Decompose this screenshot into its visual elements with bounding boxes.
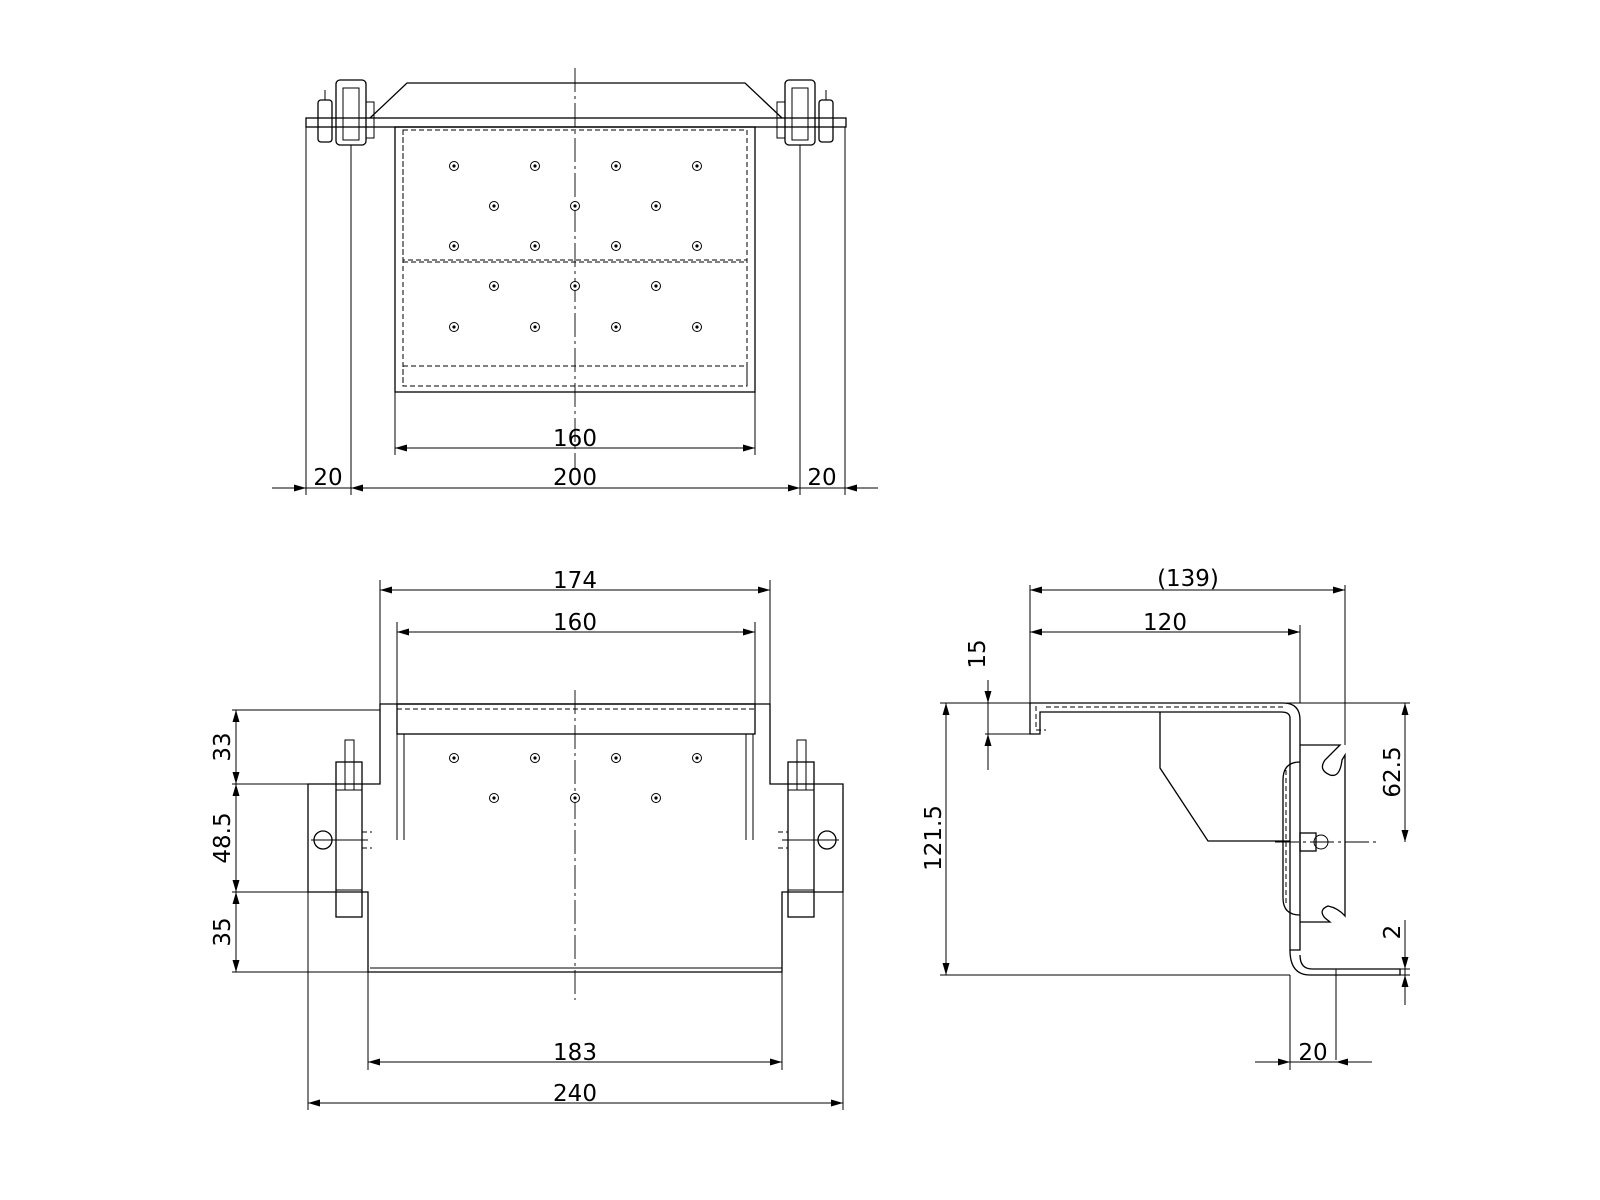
dim-side-120: 120 — [1143, 610, 1187, 636]
front-left-hinge — [311, 739, 372, 918]
mounting-hole-center — [492, 796, 496, 800]
mounting-hole-center — [654, 796, 658, 800]
mounting-hole-center — [492, 284, 496, 288]
dim-front-174: 174 — [553, 568, 597, 594]
mounting-hole-center — [533, 244, 537, 248]
mounting-hole-center — [533, 756, 537, 760]
front-view: 174 160 33 48.5 35 183 240 — [210, 568, 844, 1110]
dim-top-right-20: 20 — [807, 465, 836, 491]
top-view-holes — [449, 161, 702, 332]
mounting-hole-center — [695, 164, 699, 168]
mounting-hole-center — [695, 244, 699, 248]
dim-side-62-5: 62.5 — [1380, 746, 1406, 797]
dim-side-2: 2 — [1380, 925, 1406, 940]
mounting-hole-center — [695, 325, 699, 329]
dim-front-33: 33 — [210, 732, 236, 761]
front-right-hinge — [778, 739, 839, 918]
mounting-hole-center — [573, 796, 577, 800]
dim-top-200: 200 — [553, 465, 597, 491]
top-view: 160 20 200 20 — [272, 68, 878, 495]
dim-front-160: 160 — [553, 610, 597, 636]
mounting-hole-center — [573, 204, 577, 208]
dim-side-121-5: 121.5 — [921, 805, 947, 871]
mounting-hole-center — [533, 164, 537, 168]
dim-front-35: 35 — [210, 917, 236, 946]
left-hinge — [317, 79, 375, 146]
right-hinge — [776, 79, 834, 146]
mounting-hole-center — [695, 756, 699, 760]
dim-side-20: 20 — [1298, 1040, 1327, 1066]
mounting-hole-center — [492, 204, 496, 208]
mounting-hole-center — [452, 756, 456, 760]
dim-side-139: (139) — [1157, 566, 1219, 592]
dim-side-15: 15 — [965, 639, 991, 668]
mounting-hole-center — [614, 164, 618, 168]
dim-top-160: 160 — [553, 426, 597, 452]
mounting-hole-center — [573, 284, 577, 288]
mounting-hole-center — [614, 325, 618, 329]
dim-front-183: 183 — [553, 1040, 597, 1066]
mounting-hole-center — [452, 244, 456, 248]
mounting-hole-center — [654, 204, 658, 208]
side-view: (139) 120 15 121.5 62.5 2 20 — [921, 566, 1410, 1070]
dim-front-48-5: 48.5 — [210, 812, 236, 863]
mounting-hole-center — [533, 325, 537, 329]
dim-top-left-20: 20 — [313, 465, 342, 491]
mounting-hole-center — [614, 756, 618, 760]
front-view-holes — [449, 753, 702, 803]
mounting-hole-center — [614, 244, 618, 248]
mounting-hole-center — [452, 325, 456, 329]
dim-front-240: 240 — [553, 1081, 597, 1107]
mounting-hole-center — [654, 284, 658, 288]
mounting-hole-center — [452, 164, 456, 168]
